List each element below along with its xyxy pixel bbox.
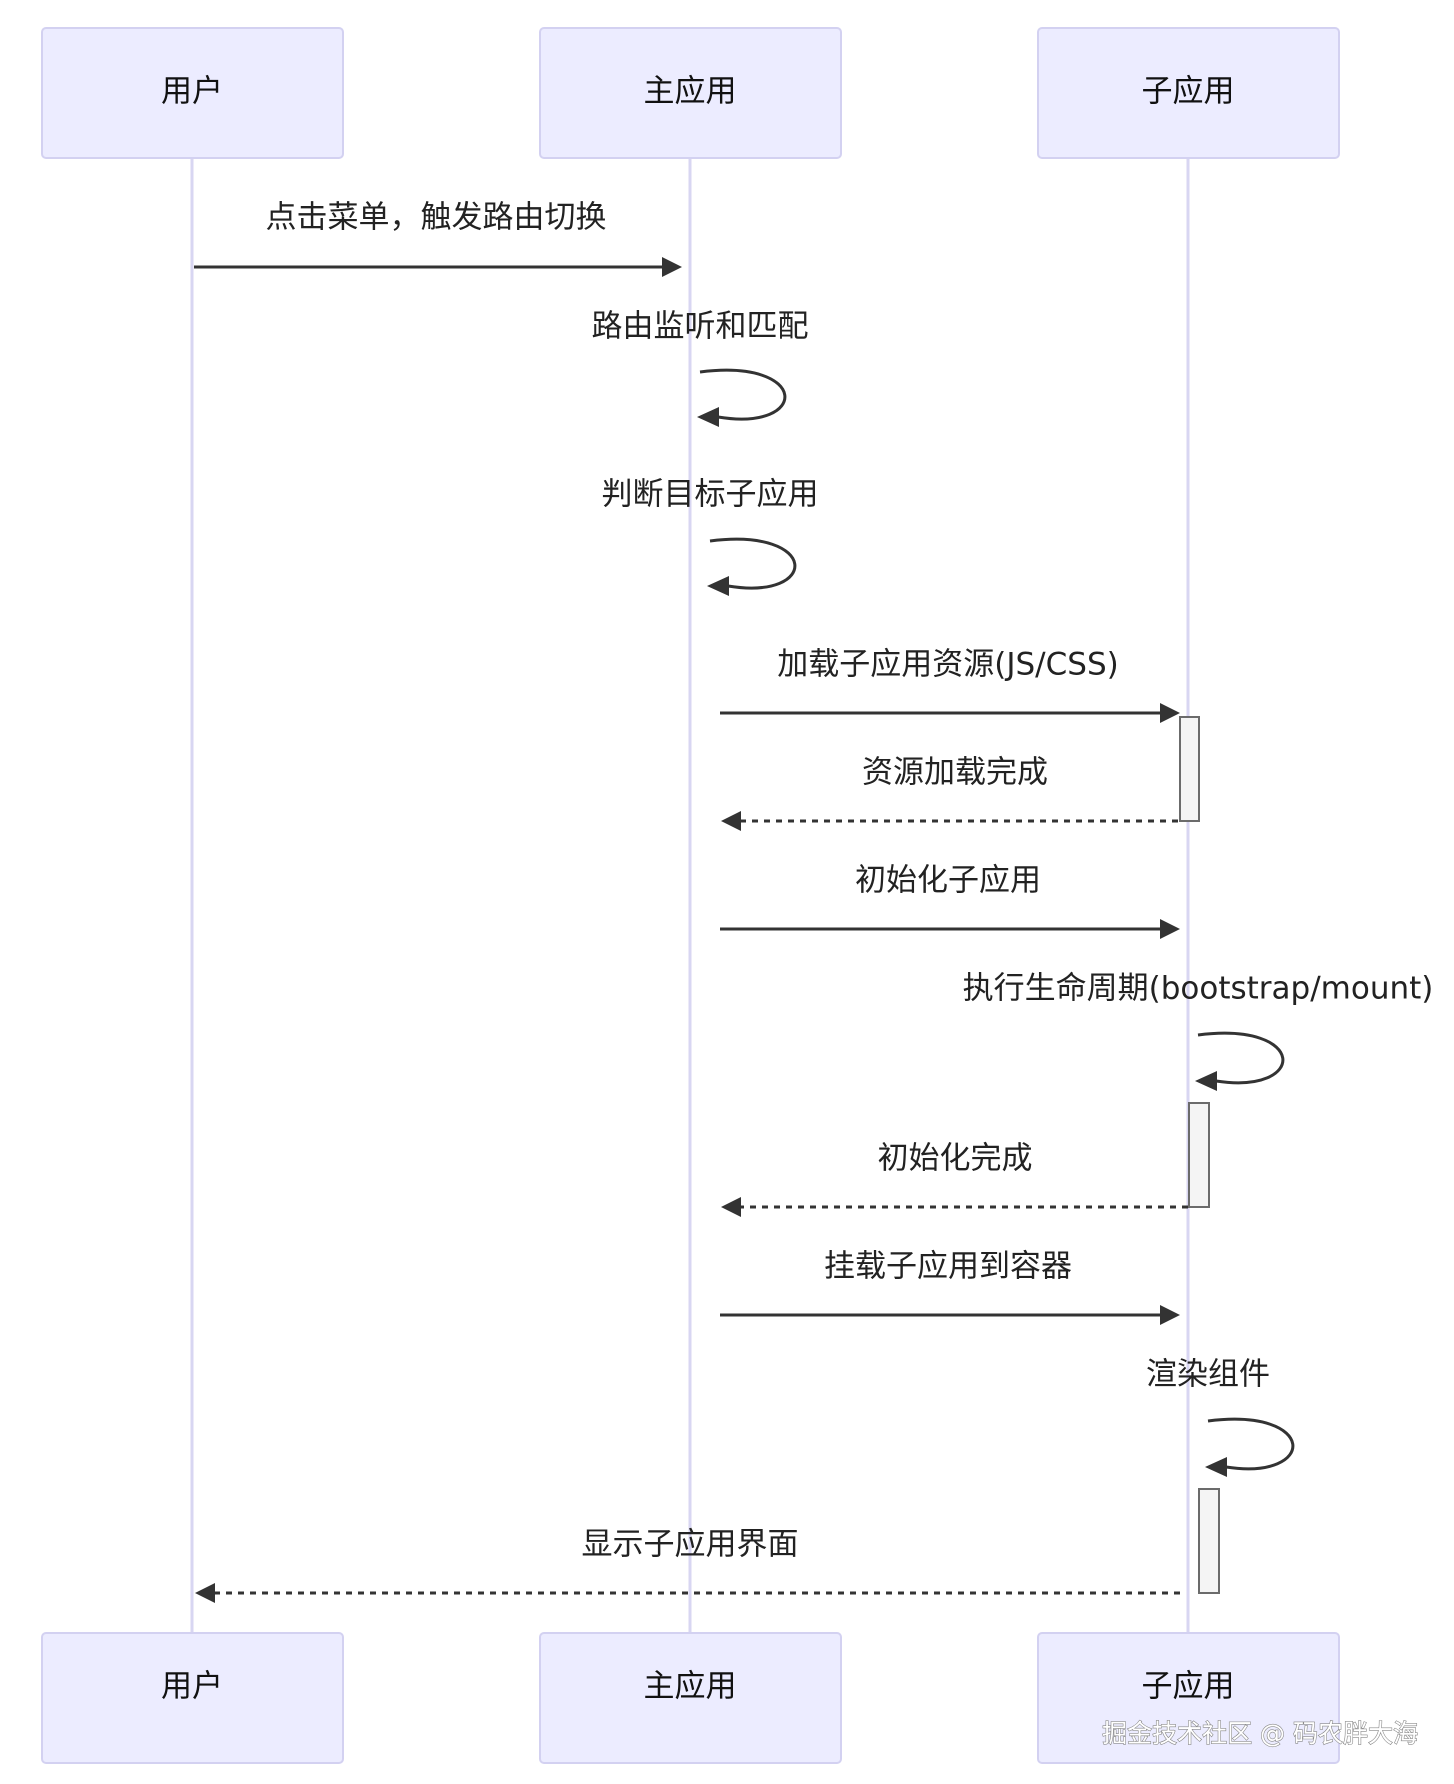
arrowhead <box>721 1197 741 1217</box>
activation-bar <box>1198 1488 1220 1594</box>
message-init-subapp: 初始化子应用 <box>720 863 1180 939</box>
arrowhead <box>1205 1457 1227 1477</box>
arrowhead <box>662 257 682 277</box>
message-label: 挂载子应用到容器 <box>824 1249 1072 1285</box>
message-lifecycle: 执行生命周期(bootstrap/mount) <box>963 971 1434 1091</box>
activation-bar <box>1188 1102 1210 1208</box>
message-label: 显示子应用界面 <box>582 1527 799 1563</box>
actor-main-top-label: 主应用 <box>644 74 737 110</box>
message-label: 路由监听和匹配 <box>592 309 809 345</box>
message-label: 初始化完成 <box>878 1141 1033 1177</box>
actor-user-bottom-label: 用户 <box>161 1669 223 1705</box>
message-label: 初始化子应用 <box>855 863 1041 899</box>
actor-main-bottom-label: 主应用 <box>644 1669 737 1705</box>
message-route-listen: 路由监听和匹配 <box>592 309 809 427</box>
arrowhead <box>1195 1071 1217 1091</box>
arrowhead <box>1160 919 1180 939</box>
arrowhead <box>697 407 719 427</box>
actor-sub-bottom: 子应用 <box>1037 1632 1340 1764</box>
arrowhead <box>707 576 729 596</box>
message-load-resources: 加载子应用资源(JS/CSS) <box>720 647 1180 723</box>
actor-user-top: 用户 <box>41 27 344 159</box>
message-render-components: 渲染组件 <box>1146 1357 1295 1477</box>
actor-user-top-label: 用户 <box>161 74 223 110</box>
arrowhead <box>1160 703 1180 723</box>
arrowhead <box>721 811 741 831</box>
actor-main-top: 主应用 <box>539 27 842 159</box>
actor-sub-bottom-label: 子应用 <box>1142 1669 1235 1705</box>
message-mount-container: 挂载子应用到容器 <box>720 1249 1180 1325</box>
message-label: 执行生命周期(bootstrap/mount) <box>963 971 1434 1007</box>
arrowhead <box>1160 1305 1180 1325</box>
activation-bar <box>1179 716 1200 822</box>
actor-sub-top-label: 子应用 <box>1142 74 1235 110</box>
watermark-text: 掘金技术社区 @ 码农胖大海 <box>1102 1719 1418 1748</box>
message-resources-loaded: 资源加载完成 <box>721 755 1178 831</box>
actor-user-bottom: 用户 <box>41 1632 344 1764</box>
message-click-menu: 点击菜单，触发路由切换 <box>194 200 682 277</box>
message-show-ui: 显示子应用界面 <box>195 1527 1180 1603</box>
message-judge-target: 判断目标子应用 <box>602 477 819 596</box>
message-label: 加载子应用资源(JS/CSS) <box>777 647 1118 683</box>
message-label: 资源加载完成 <box>862 755 1048 791</box>
message-label: 判断目标子应用 <box>602 477 819 513</box>
message-label: 渲染组件 <box>1146 1357 1270 1393</box>
message-init-complete: 初始化完成 <box>721 1141 1188 1217</box>
actor-main-bottom: 主应用 <box>539 1632 842 1764</box>
message-label: 点击菜单，触发路由切换 <box>266 200 607 236</box>
actor-sub-top: 子应用 <box>1037 27 1340 159</box>
arrowhead <box>195 1583 215 1603</box>
